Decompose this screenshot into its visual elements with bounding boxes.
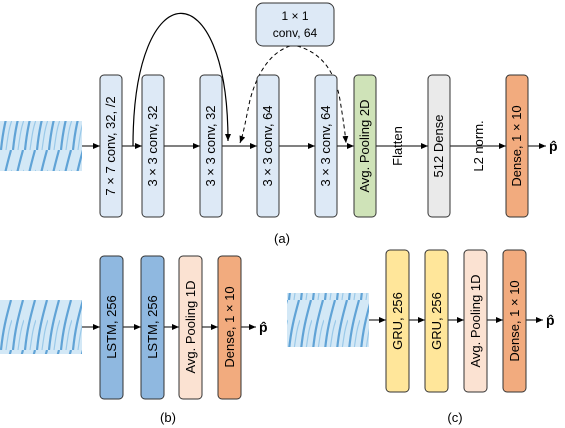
- caption-b: (b): [160, 410, 176, 425]
- lstm-block-1: LSTM, 256: [99, 255, 124, 400]
- output-symbol-b: p̂: [259, 319, 268, 335]
- gru-block-1: GRU, 256: [385, 249, 410, 393]
- avg-pooling-1d-block-b: Avg. Pooling 1D: [178, 255, 203, 400]
- svg-text:3 × 3 conv, 32: 3 × 3 conv, 32: [145, 105, 160, 186]
- conv-block-3x3-64-b: 3 × 3 conv, 64: [314, 74, 338, 218]
- caption-c: (c): [447, 410, 462, 425]
- input-spectrogram-a: [0, 121, 82, 171]
- svg-text:Dense, 1 × 10: Dense, 1 × 10: [509, 105, 524, 186]
- input-spectrogram-b: [0, 300, 82, 354]
- avg-pooling-1d-block-c: Avg. Pooling 1D: [463, 249, 488, 393]
- output-dense-block-c: Dense, 1 × 10: [502, 249, 527, 393]
- gru-block-2: GRU, 256: [424, 249, 449, 393]
- svg-text:Avg. Pooling 1D: Avg. Pooling 1D: [183, 281, 198, 374]
- avg-pooling-2d-block: Avg. Pooling 2D: [353, 74, 377, 218]
- conv-block-3x3-32-b: 3 × 3 conv, 32: [199, 74, 223, 218]
- svg-text:3 × 3 conv, 64: 3 × 3 conv, 64: [260, 105, 275, 186]
- shortcut-conv-label-1: 1 × 1: [281, 9, 308, 23]
- svg-text:GRU, 256: GRU, 256: [429, 292, 444, 350]
- caption-a: (a): [274, 231, 290, 246]
- input-spectrogram-c: [287, 293, 369, 347]
- dense-512-block: 512 Dense: [427, 74, 451, 218]
- output-dense-block-a: Dense, 1 × 10: [505, 74, 529, 218]
- skip-connection-arc: [132, 12, 231, 147]
- svg-text:Avg. Pooling 1D: Avg. Pooling 1D: [468, 275, 483, 368]
- dashed-shortcut-right: [296, 45, 349, 144]
- dashed-shortcut-left: [239, 45, 291, 144]
- shortcut-conv-box: [255, 2, 335, 47]
- output-symbol-a: p̂: [549, 138, 558, 154]
- panel-a: 1 × 1 conv, 64 7 × 7 conv, 32, /2 3 × 3 …: [0, 2, 558, 246]
- svg-text:Dense, 1 × 10: Dense, 1 × 10: [507, 280, 522, 361]
- shortcut-conv-label-2: conv, 64: [273, 26, 318, 40]
- flatten-label: Flatten: [390, 126, 405, 166]
- panel-b: LSTM, 256 LSTM, 256 Avg. Pooling 1D Dens…: [0, 255, 268, 425]
- conv-block-3x3-64-a: 3 × 3 conv, 64: [256, 74, 280, 218]
- conv-block-7x7: 7 × 7 conv, 32, /2: [99, 74, 123, 218]
- lstm-block-2: LSTM, 256: [140, 255, 165, 400]
- svg-text:Dense, 1 × 10: Dense, 1 × 10: [222, 286, 237, 367]
- svg-text:3 × 3 conv, 64: 3 × 3 conv, 64: [318, 105, 333, 186]
- output-dense-block-b: Dense, 1 × 10: [217, 255, 242, 400]
- svg-text:7 × 7 conv, 32, /2: 7 × 7 conv, 32, /2: [103, 96, 118, 195]
- svg-text:Avg. Pooling 2D: Avg. Pooling 2D: [357, 100, 372, 193]
- svg-text:GRU, 256: GRU, 256: [390, 292, 405, 350]
- output-symbol-c: p̂: [546, 312, 555, 328]
- panel-c: GRU, 256 GRU, 256 Avg. Pooling 1D Dense,…: [287, 249, 555, 425]
- svg-text:3 × 3 conv, 32: 3 × 3 conv, 32: [203, 105, 218, 186]
- svg-text:LSTM, 256: LSTM, 256: [145, 295, 160, 359]
- conv-block-3x3-32-a: 3 × 3 conv, 32: [141, 74, 165, 218]
- l2-norm-label: L2 norm.: [471, 120, 486, 171]
- svg-text:512 Dense: 512 Dense: [431, 115, 446, 178]
- svg-text:LSTM, 256: LSTM, 256: [104, 295, 119, 359]
